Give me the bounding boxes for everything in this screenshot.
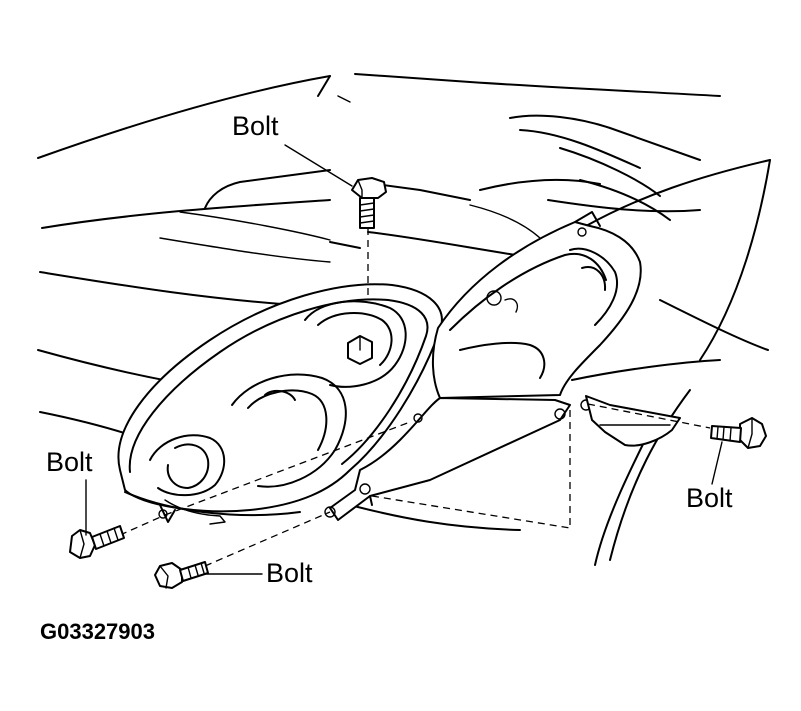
- bolt-right: [710, 417, 767, 449]
- alignment-lines: [119, 228, 711, 567]
- bolt-left: [69, 525, 125, 559]
- figure-id: G03327903: [40, 619, 155, 644]
- label-bolt-top: Bolt: [232, 111, 279, 141]
- headlamp-housing: [117, 211, 681, 525]
- bolt-bottom: [154, 561, 209, 589]
- label-bolt-right: Bolt: [686, 483, 733, 513]
- leader-lines: [85, 144, 723, 575]
- label-bolt-bottom: Bolt: [266, 558, 313, 588]
- bolt-top: [351, 177, 387, 229]
- label-bolt-left: Bolt: [46, 447, 93, 477]
